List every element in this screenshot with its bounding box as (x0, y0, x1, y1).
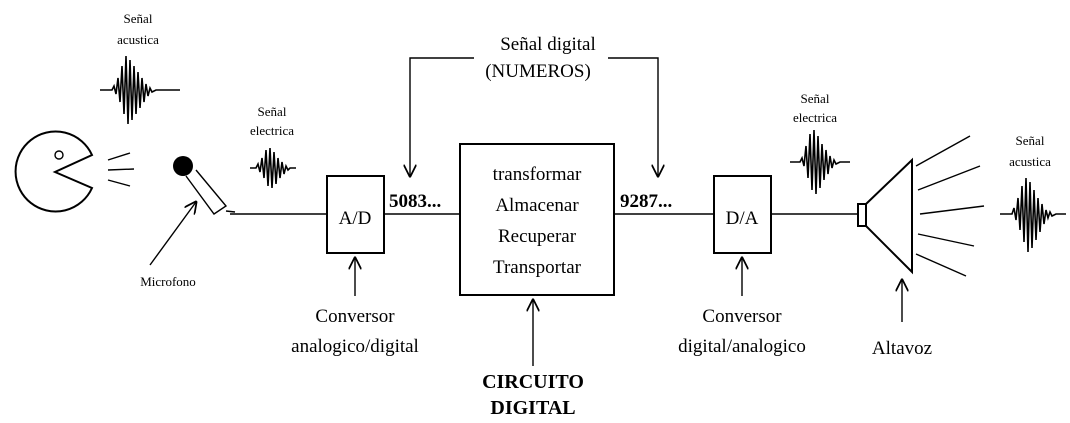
circuito-digital-line2: DIGITAL (490, 397, 575, 418)
electrical-wave-left-icon (250, 147, 296, 189)
senal-digital-line2: (NUMEROS) (485, 61, 591, 82)
conversor-ad-line1: Conversor (315, 306, 395, 327)
circuit-function-1: transformar (493, 164, 582, 185)
acoustic-signal-right: Señal acustica (1000, 133, 1066, 253)
acoustic-wave-right-icon (1000, 177, 1066, 253)
circuit-function-2: Almacenar (495, 195, 579, 216)
digital-value-in: 5083... (389, 191, 441, 212)
ad-block-label: A/D (339, 208, 372, 229)
circuit-function-4: Transportar (493, 257, 582, 278)
speaker-face-icon (14, 130, 135, 213)
senal-electrica-right-line1: Señal (801, 91, 830, 106)
electrical-wave-right-icon (790, 129, 850, 195)
senal-acustica-left-line2: acustica (117, 32, 159, 47)
da-converter-block: D/A (713, 175, 772, 254)
circuito-digital-line1: CIRCUITO (482, 371, 584, 393)
senal-digital-line1: Señal digital (500, 34, 596, 55)
senal-acustica-left-line1: Señal (124, 11, 153, 26)
electrical-signal-left: Señal electrica (250, 104, 296, 189)
acoustic-wave-left-icon (100, 55, 180, 125)
loudspeaker-icon (857, 135, 985, 277)
senal-digital-arrow-right (608, 57, 658, 176)
conversor-ad-line2: analogico/digital (291, 336, 419, 357)
senal-electrica-left-line2: electrica (250, 123, 294, 138)
microphone-icon (173, 156, 236, 215)
microfono-label: Microfono (140, 274, 196, 289)
ad-converter-block: A/D (326, 175, 385, 254)
circuit-function-3: Recuperar (498, 226, 577, 247)
senal-acustica-right-line2: acustica (1009, 154, 1051, 169)
altavoz-label: Altavoz (872, 338, 932, 359)
senal-acustica-right-line1: Señal (1016, 133, 1045, 148)
conversor-da-line2: digital/analogico (678, 336, 806, 357)
senal-digital-arrow-left (410, 57, 474, 176)
acoustic-signal-left: Señal acustica (100, 11, 180, 125)
senal-electrica-right-line2: electrica (793, 110, 837, 125)
digital-circuit-block: transformar Almacenar Recuperar Transpor… (459, 143, 615, 296)
conversor-da-line1: Conversor (702, 306, 782, 327)
da-block-label: D/A (726, 208, 759, 229)
senal-electrica-left-line1: Señal (258, 104, 287, 119)
microfono-arrow (149, 202, 196, 266)
electrical-signal-right: Señal electrica (790, 91, 850, 195)
digital-value-out: 9287... (620, 191, 672, 212)
